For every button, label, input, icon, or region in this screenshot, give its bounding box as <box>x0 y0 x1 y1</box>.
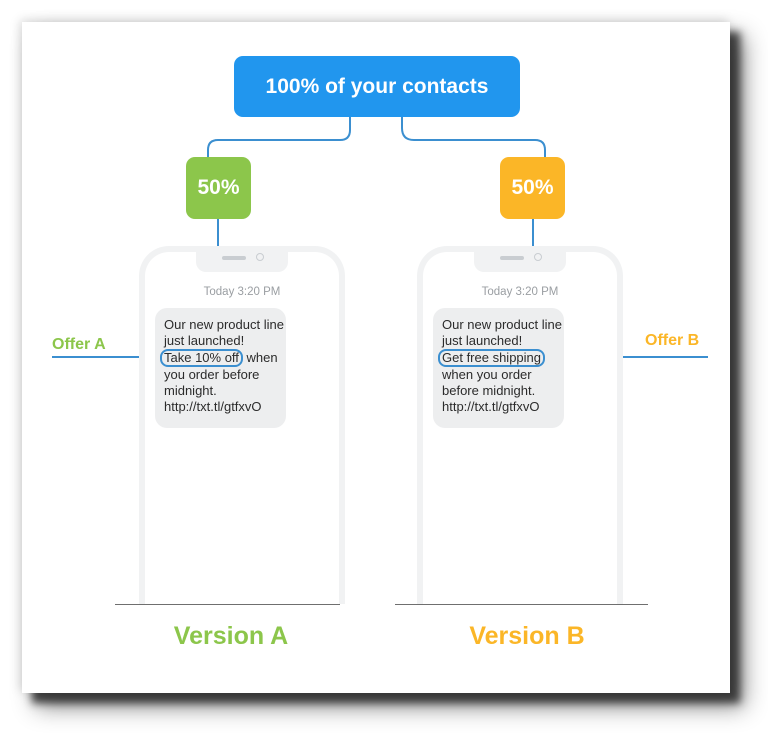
message-line: Our new product line <box>442 317 562 332</box>
camera-icon <box>256 253 264 261</box>
sms-bubble-b: Our new product line just launched! Get … <box>433 308 564 428</box>
message-line: Take 10% off when <box>160 349 278 367</box>
message-line: Our new product line <box>164 317 284 332</box>
split-b-percent-box: 50% <box>500 157 565 219</box>
message-line: when you order <box>442 367 532 382</box>
all-contacts-box: 100% of your contacts <box>234 56 520 117</box>
phone-a-baseline <box>115 604 340 605</box>
offer-highlight: Get free shipping <box>438 349 546 367</box>
phone-notch <box>474 246 566 272</box>
camera-icon <box>534 253 542 261</box>
phone-a: Today 3:20 PM Our new product line just … <box>139 246 345 604</box>
message-timestamp: Today 3:20 PM <box>481 286 559 298</box>
version-a-label: Version A <box>173 622 289 650</box>
phone-notch <box>196 246 288 272</box>
message-line: Get free shipping <box>438 349 556 367</box>
version-b-label: Version B <box>469 622 585 650</box>
phone-b-baseline <box>395 604 648 605</box>
message-link: http://txt.tl/gtfxvO <box>442 399 540 414</box>
offer-b-label: Offer B <box>645 332 700 349</box>
message-text: when <box>242 350 278 365</box>
message-line: before midnight. <box>442 383 536 398</box>
diagram-card <box>22 22 730 693</box>
message-line: just launched! <box>164 333 245 348</box>
message-line: just launched! <box>442 333 523 348</box>
split-a-percent-box: 50% <box>186 157 251 219</box>
message-timestamp: Today 3:20 PM <box>203 286 281 298</box>
sms-bubble-a: Our new product line just launched! Take… <box>155 308 286 428</box>
message-link: http://txt.tl/gtfxvO <box>164 399 262 414</box>
message-line: midnight. <box>164 383 217 398</box>
message-line: you order before <box>164 367 260 382</box>
phone-b: Today 3:20 PM Our new product line just … <box>417 246 623 604</box>
speaker-icon <box>222 256 246 260</box>
offer-a-label: Offer A <box>52 336 106 353</box>
speaker-icon <box>500 256 524 260</box>
offer-highlight: Take 10% off <box>160 349 243 367</box>
